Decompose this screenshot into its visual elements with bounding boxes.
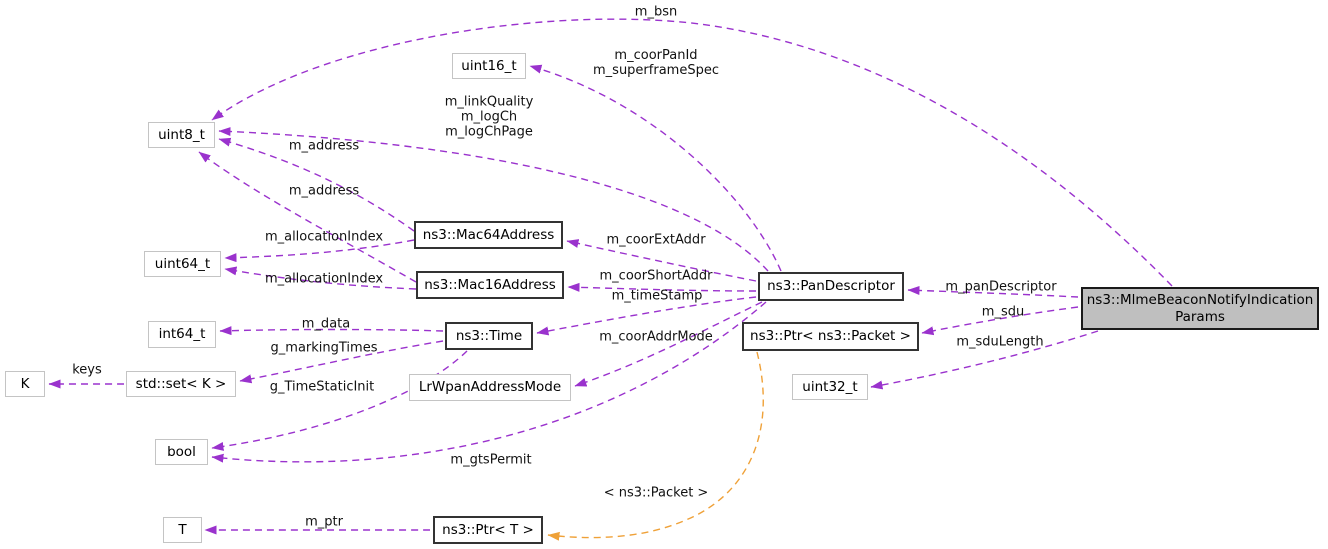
edge-label-m-ptr: m_ptr (305, 514, 343, 530)
edge-label-g-markingtimes: g_markingTimes (270, 340, 378, 356)
edge-label-m-gtspermit: m_gtsPermit (450, 452, 532, 468)
node-pandescriptor[interactable]: ns3::PanDescriptor (758, 272, 904, 301)
edge-label-m-address-1: m_address (288, 138, 360, 154)
edge-label-m-allocationindex-2: m_allocationIndex (264, 271, 384, 287)
node-uint32-t: uint32_t (792, 374, 868, 400)
edge-g-markingtimes (239, 340, 444, 384)
edge-m-bsn (211, 18, 1173, 287)
edge-label-m-sdu: m_sdu (981, 304, 1025, 320)
edge-m-allocationindex-mac16 (224, 266, 417, 290)
edge-label-m-linkquality-logch-logchpage: m_linkQuality m_logCh m_logChPage (444, 94, 534, 140)
edge-label-m-coorpanid-superframespec: m_coorPanId m_superframeSpec (593, 48, 719, 78)
edge-label-m-coorextaddr: m_coorExtAddr (606, 232, 706, 248)
edge-label-m-pandescriptor: m_panDescriptor (945, 279, 1057, 295)
node-uint16-t: uint16_t (452, 53, 526, 79)
node-ptr-ns3-packet[interactable]: ns3::Ptr< ns3::Packet > (742, 322, 919, 351)
edge-label-template-ns3-packet: < ns3::Packet > (603, 485, 709, 501)
node-lrwpanaddressmode: LrWpanAddressMode (409, 374, 571, 401)
edge-m-coorextaddr (566, 239, 757, 282)
node-mac64address[interactable]: ns3::Mac64Address (414, 221, 563, 249)
edge-label-m-allocationindex-1: m_allocationIndex (264, 229, 384, 245)
node-mac16address[interactable]: ns3::Mac16Address (416, 271, 564, 299)
main-node-mlmebeaconnotifyindicationparams: ns3::MlmeBeaconNotifyIndication Params (1081, 287, 1319, 330)
edge-label-m-coorshortaddr: m_coorShortAddr (599, 268, 713, 284)
edge-m-address-mac16 (198, 151, 417, 283)
node-uint64-t: uint64_t (144, 251, 221, 277)
node-time[interactable]: ns3::Time (445, 322, 533, 350)
edge-m-pandescriptor (907, 285, 1079, 298)
node-t: T (163, 517, 202, 543)
edge-label-m-address-2: m_address (288, 183, 360, 199)
edge-label-g-timestaticinit: g_TimeStaticInit (269, 379, 375, 395)
edge-template-ns3-packet (547, 351, 764, 541)
node-bool: bool (155, 439, 208, 465)
node-int64-t: int64_t (148, 321, 216, 348)
edge-m-cooraddrmode (574, 301, 763, 387)
edge-label-m-bsn: m_bsn (634, 4, 678, 20)
edge-m-gtspermit (211, 301, 767, 463)
edge-label-m-data: m_data (301, 316, 351, 332)
edge-m-data (219, 326, 444, 336)
edge-g-timestaticinit (211, 350, 468, 451)
node-k: K (5, 371, 45, 397)
edge-label-m-timestamp: m_timeStamp (611, 288, 703, 304)
edge-label-m-cooraddrmode: m_coorAddrMode (599, 329, 713, 345)
edge-m-timestamp (536, 296, 757, 336)
edge-m-sdu (921, 306, 1079, 336)
edge-label-m-sdulength: m_sduLength (956, 334, 1044, 350)
node-uint8-t: uint8_t (148, 122, 215, 148)
node-std-set-k: std::set< K > (126, 371, 236, 397)
edge-label-keys: keys (72, 362, 102, 378)
edge-m-sdulength (870, 330, 1099, 390)
edge-m-linkquality-logch-logchpage (218, 127, 769, 272)
node-ptr-t[interactable]: ns3::Ptr< T > (433, 516, 543, 544)
edge-m-address-mac64 (218, 137, 415, 232)
